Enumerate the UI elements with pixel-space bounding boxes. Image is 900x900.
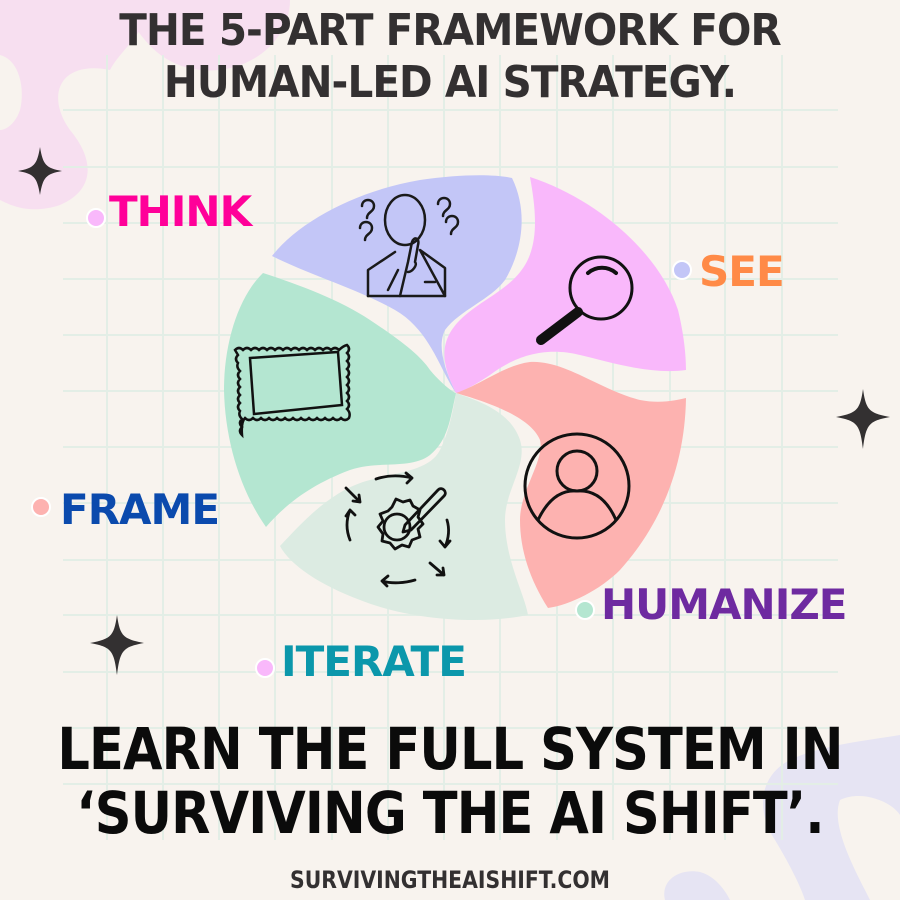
sparkle-star-icon xyxy=(90,615,144,675)
label-think: THINK xyxy=(109,187,252,236)
iterate-dot xyxy=(255,658,275,678)
see-dot xyxy=(672,260,692,280)
frame-dot xyxy=(31,497,51,517)
pink-blob-top xyxy=(120,0,290,71)
page-title-line-1: THE 5-PART FRAMEWORK FOR xyxy=(119,5,781,56)
lavender-blob-bottom xyxy=(664,871,730,900)
think-dot xyxy=(86,208,106,228)
label-iterate: ITERATE xyxy=(281,637,467,686)
segment-think[interactable] xyxy=(272,175,522,393)
sparkle-star-icon xyxy=(18,147,62,195)
label-humanize: HUMANIZE xyxy=(601,580,847,629)
pink-blob xyxy=(0,0,150,210)
label-frame: FRAME xyxy=(60,485,220,534)
sparkle-star-icon xyxy=(836,389,890,449)
segment-iterate[interactable] xyxy=(280,393,528,620)
cta-line-2: ‘SURVIVING THE AI SHIFT’. xyxy=(76,779,824,847)
website-url[interactable]: SURVIVINGTHEAISHIFT.COM xyxy=(290,866,610,894)
pink-blob-inner-cutout xyxy=(0,55,22,130)
magnifying-glass-icon xyxy=(536,255,634,345)
stamp-frame-icon xyxy=(233,343,351,439)
segment-see[interactable] xyxy=(444,177,686,393)
page-title-line-2: HUMAN-LED AI STRATEGY. xyxy=(163,57,737,108)
cta-line-1: LEARN THE FULL SYSTEM IN xyxy=(57,715,843,783)
segment-frame[interactable] xyxy=(224,273,456,527)
user-circle-icon xyxy=(523,432,631,540)
gear-cycle-icon xyxy=(344,471,452,588)
humanize-dot xyxy=(575,600,595,620)
segment-humanize[interactable] xyxy=(456,361,686,608)
label-see: SEE xyxy=(699,247,785,296)
thinking-person-icon xyxy=(358,193,460,298)
lavender-blob-cutout xyxy=(837,795,900,900)
